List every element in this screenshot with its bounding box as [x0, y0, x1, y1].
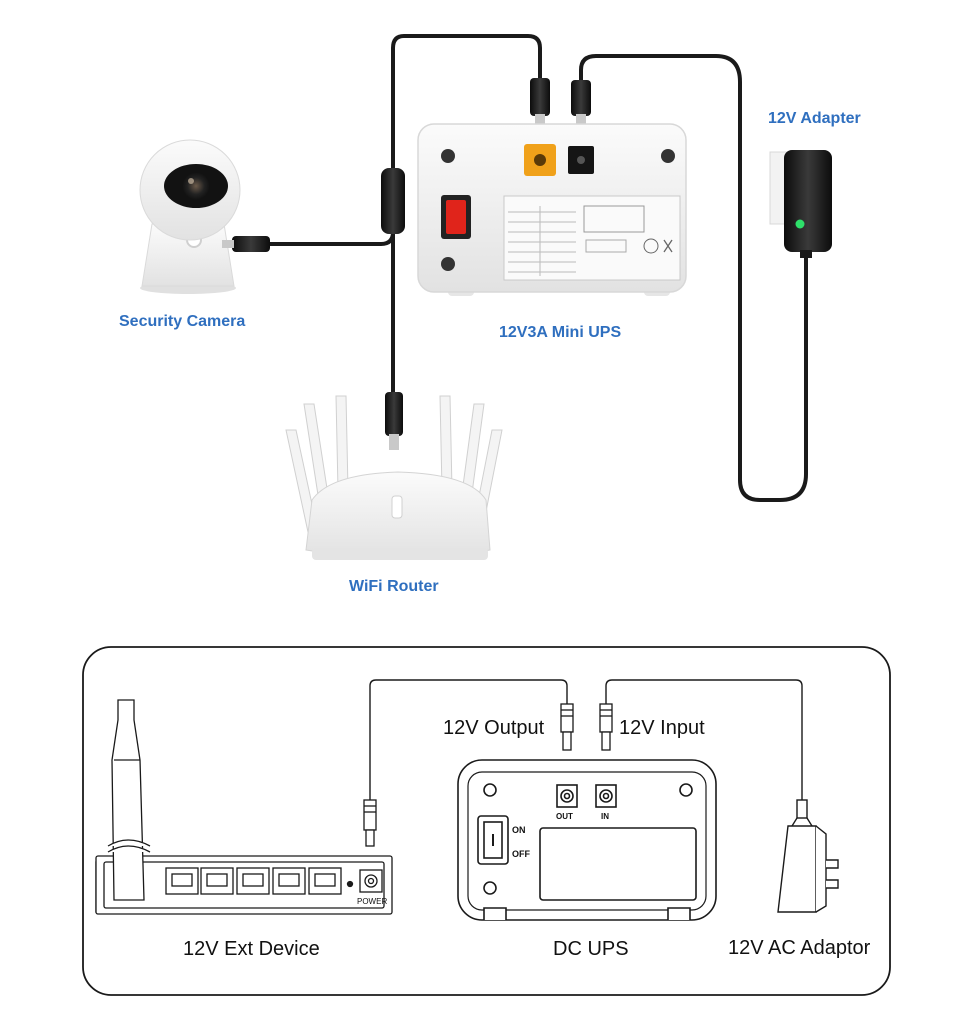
schematic-device-plug — [363, 799, 377, 847]
ups-output-plug — [530, 78, 550, 128]
dc-ups-label: DC UPS — [553, 938, 629, 960]
schematic-output-plug — [560, 703, 574, 751]
schematic-input-wire — [605, 679, 803, 800]
ac-adaptor-label: 12V AC Adaptor — [728, 937, 871, 959]
wifi-router — [285, 392, 503, 560]
cable-splitter — [381, 168, 405, 234]
schematic-output-wire — [369, 679, 568, 800]
input-label: 12V Input — [619, 717, 705, 739]
power-jack-label: POWER — [357, 897, 388, 906]
out-port-label: OUT — [556, 812, 573, 821]
switch-on-label: ON — [512, 825, 526, 835]
mini-ups-device — [417, 123, 687, 296]
ups-output-cable — [391, 34, 542, 170]
security-camera-label: Security Camera — [119, 313, 246, 330]
wifi-router-label: WiFi Router — [349, 578, 439, 595]
ups-spec-label — [503, 195, 681, 281]
schematic-ac-adaptor — [777, 799, 839, 913]
camera-cable — [266, 230, 395, 246]
security-camera — [139, 139, 270, 294]
adapter-label: 12V Adapter — [768, 110, 861, 127]
in-port-label: IN — [601, 812, 609, 821]
mini-ups-label: 12V3A Mini UPS — [499, 324, 622, 341]
power-adapter — [769, 150, 832, 258]
schematic-ext-device — [95, 699, 393, 915]
ups-input-cable — [579, 54, 808, 502]
ups-input-plug — [571, 80, 591, 128]
switch-off-label: OFF — [512, 849, 530, 859]
adapter-led — [795, 219, 805, 229]
schematic-dc-ups — [457, 759, 717, 921]
top-cables — [266, 34, 808, 502]
schematic-input-plug — [599, 703, 613, 751]
ext-device-label: 12V Ext Device — [183, 938, 320, 960]
output-label: 12V Output — [443, 717, 545, 739]
